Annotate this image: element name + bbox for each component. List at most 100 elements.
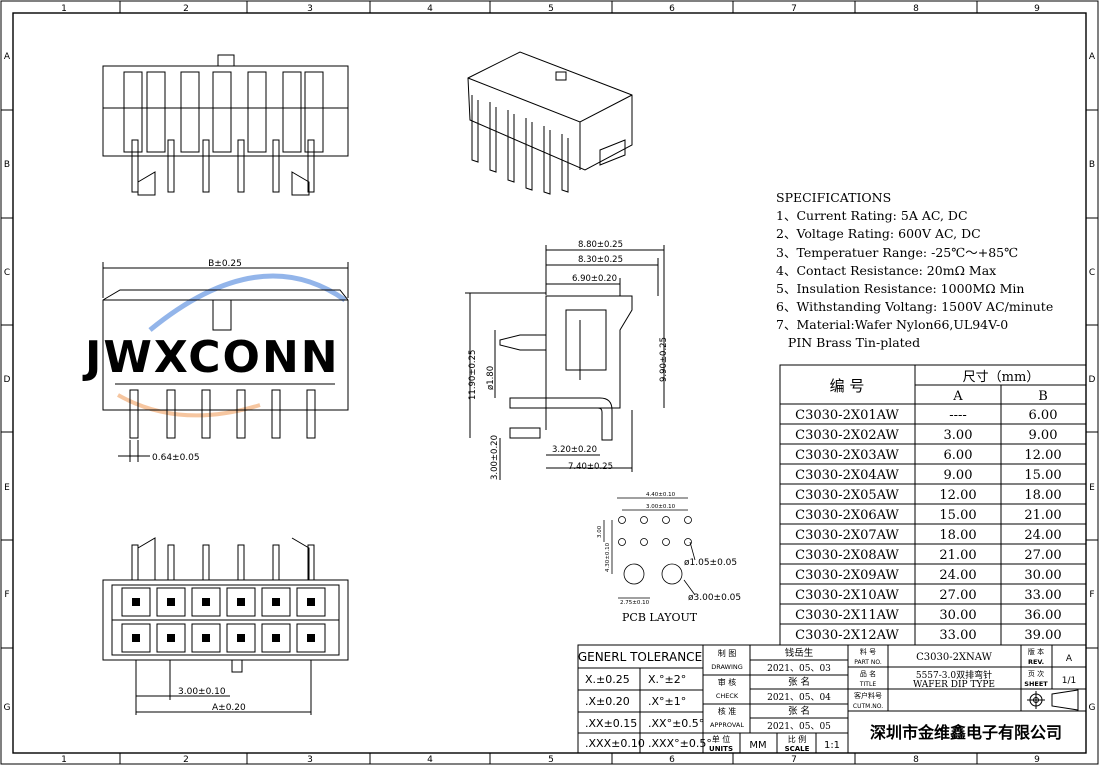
approval-en: APPROVAL	[710, 721, 744, 729]
part-cell: C3030-2X01AW	[795, 408, 899, 423]
units-en: UNITS	[709, 745, 733, 753]
col-label: 5	[548, 755, 554, 765]
col-label: 7	[791, 755, 797, 765]
units-value: MM	[749, 740, 766, 751]
a-cell: 21.00	[939, 548, 976, 563]
b-cell: 15.00	[1024, 468, 1061, 483]
row-label: B	[1089, 160, 1095, 170]
col-label: 4	[427, 4, 433, 14]
col-part-header: 编 号	[830, 377, 865, 395]
part-cell: C3030-2X05AW	[795, 488, 899, 503]
dim-label: ø1.80	[486, 366, 496, 390]
col-a-header: A	[952, 389, 963, 404]
tolerance-title: GENERL TOLERANCE	[578, 650, 702, 664]
row-label: G	[4, 703, 11, 713]
a-cell: 27.00	[939, 588, 976, 603]
col-label: 3	[307, 755, 313, 765]
part-cell: C3030-2X10AW	[795, 588, 899, 603]
b-cell: 9.00	[1029, 428, 1058, 443]
title-block-grid	[577, 644, 1087, 754]
col-size-header: 尺寸（mm）	[963, 370, 1040, 385]
partno-value: C3030-2XNAW	[916, 652, 993, 663]
rev-value: A	[1066, 654, 1073, 664]
b-cell: 21.00	[1024, 508, 1061, 523]
scale-cn: 比 例	[788, 734, 807, 744]
pcb-layout	[603, 497, 696, 599]
frame-labels: 1 2 3 4 5 6 7 8 9 1 2 3 4 5 6 7 8 9 A B …	[4, 4, 1096, 765]
tol-cell: .XXX°±0.5°	[648, 737, 712, 750]
bottom-pins	[132, 598, 315, 642]
spec-line: 7、Material:Wafer Nylon66,UL94V-0	[776, 317, 1008, 332]
row-label: B	[4, 160, 10, 170]
approval-date: 2021、05、05	[767, 722, 831, 732]
part-cell: C3030-2X06AW	[795, 508, 899, 523]
units-cn: 单 位	[712, 734, 731, 744]
cust-cn: 客户料号	[854, 691, 882, 700]
col-label: 6	[669, 755, 675, 765]
title-value-en: WAFER DIP TYPE	[913, 680, 995, 690]
b-cell: 36.00	[1024, 608, 1061, 623]
drawing-date: 2021、05、03	[767, 664, 831, 674]
part-table: 编 号 尺寸（mm） A B C3030-2X01AW ---- 6.00 C303…	[795, 370, 1061, 643]
check-en: CHECK	[716, 692, 739, 700]
part-table-grid	[779, 364, 1087, 646]
tol-cell: .XXX±0.10	[585, 737, 645, 750]
check-date: 2021、05、04	[767, 693, 831, 703]
watermark-text: JWXCONN	[82, 332, 340, 383]
title-cn: 品 名	[860, 669, 876, 678]
spec-line: 2、Voltage Rating: 600V AC, DC	[776, 226, 981, 241]
a-cell: 6.00	[944, 448, 973, 463]
rev-cn: 版 本	[1028, 647, 1044, 656]
rev-en: REV.	[1028, 658, 1044, 666]
a-cell: 33.00	[939, 628, 976, 643]
b-cell: 39.00	[1024, 628, 1061, 643]
row-label: C	[1089, 268, 1095, 278]
a-cell: 15.00	[939, 508, 976, 523]
specifications: SPECIFICATIONS 1、Current Rating: 5A AC, …	[776, 190, 1053, 350]
approval-name: 张 名	[788, 705, 810, 717]
tol-cell: .XX±0.15	[585, 717, 637, 730]
col-label: 8	[913, 4, 919, 14]
side-view	[465, 245, 665, 480]
partno-en: PART NO.	[854, 659, 882, 666]
col-b-header: B	[1038, 389, 1048, 404]
col-label: 1	[61, 755, 67, 765]
approval-cn: 核 准	[718, 706, 737, 716]
row-label: E	[4, 483, 10, 493]
partno-cn: 料 号	[860, 647, 876, 656]
drawing-en: DRAWING	[711, 663, 743, 671]
drawing-name: 钱岳生	[785, 647, 814, 659]
dim-label: 7.40±0.25	[568, 462, 613, 472]
bottom-view	[102, 537, 349, 715]
dim-label: A±0.20	[212, 703, 246, 713]
spec-line: 1、Current Rating: 5A AC, DC	[776, 208, 968, 223]
dim-label: 3.00±0.20	[490, 435, 500, 480]
part-cell: C3030-2X04AW	[795, 468, 899, 483]
tol-cell: .X±0.20	[585, 695, 630, 708]
row-label: A	[1089, 52, 1096, 62]
dim-label: 4.40±0.10	[646, 492, 676, 498]
spec-line: PIN Brass Tin-plated	[776, 335, 920, 350]
col-label: 7	[791, 4, 797, 14]
row-label: D	[4, 375, 11, 385]
spec-line: 5、Insulation Resistance: 1000MΩ Min	[776, 281, 1024, 296]
part-cell: C3030-2X07AW	[795, 528, 899, 543]
dim-label: 8.80±0.25	[578, 240, 623, 250]
b-cell: 33.00	[1024, 588, 1061, 603]
dim-label: 11.90±0.25	[468, 350, 478, 400]
part-cell: C3030-2X03AW	[795, 448, 899, 463]
title-en: TITLE	[859, 681, 876, 688]
spec-line: 6、Withstanding Voltang: 1500V AC/minute	[776, 299, 1053, 314]
dim-label: 3.00±0.10	[646, 504, 676, 510]
front-view	[102, 262, 349, 462]
side-dims: 8.80±0.25 8.30±0.25 6.90±0.20 11.90±0.25…	[468, 240, 669, 480]
row-label: E	[1089, 483, 1095, 493]
pcb-hole-small: ø1.05±0.05	[684, 558, 737, 568]
dim-label: 3.00	[597, 525, 603, 538]
sheet-cn: 页 次	[1028, 669, 1044, 678]
tol-cell: X.°±2°	[648, 673, 686, 686]
spec-line: 3、Temperatuer Range: -25℃～+85℃	[776, 245, 1018, 260]
a-cell: 9.00	[944, 468, 973, 483]
a-cell: ----	[949, 408, 967, 423]
part-cell: C3030-2X08AW	[795, 548, 899, 563]
